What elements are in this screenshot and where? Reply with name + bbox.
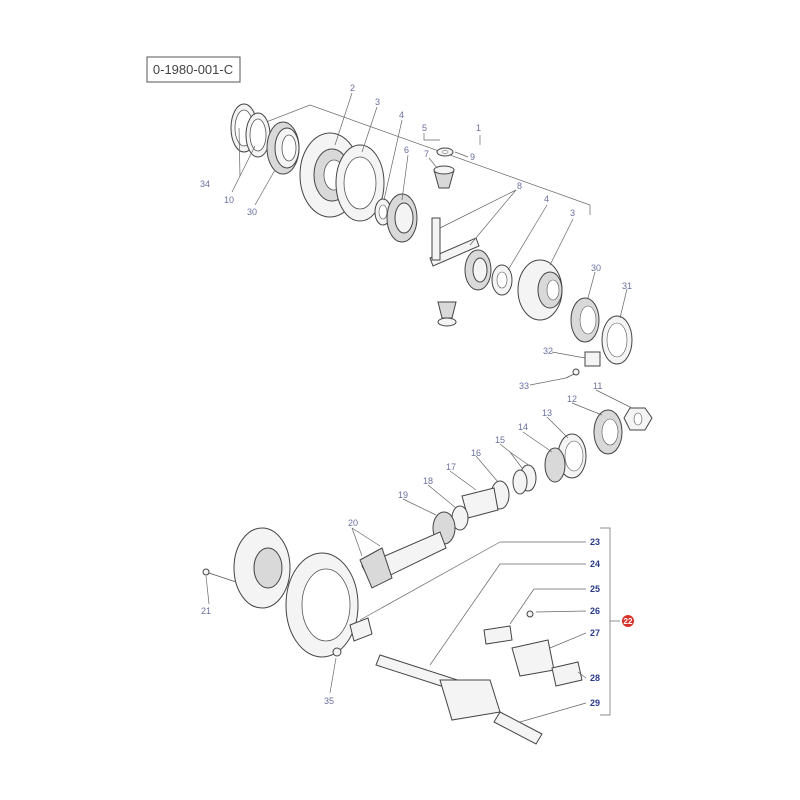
callout-8: 8 <box>517 181 522 191</box>
callout-32: 32 <box>543 346 553 356</box>
callout-33: 33 <box>519 381 529 391</box>
callout-22-badge: 22 <box>622 615 634 627</box>
callout-26: 26 <box>590 606 600 616</box>
part-33-bolt <box>565 368 580 379</box>
part-21-bolt <box>202 568 237 583</box>
callout-9: 9 <box>470 152 475 162</box>
part-32-lock-plate <box>584 351 601 367</box>
part-23-bushing <box>349 617 373 642</box>
callout-15: 15 <box>495 435 505 445</box>
group-22-bracket <box>600 527 620 716</box>
part-28-cross-kit-b <box>551 661 583 687</box>
callout-16: 16 <box>471 448 481 458</box>
callout-3-b: 3 <box>570 208 575 218</box>
leader-lines <box>205 92 633 723</box>
callout-11: 11 <box>593 381 602 391</box>
callout-27: 27 <box>590 628 600 638</box>
part-lower-pinion <box>437 301 457 327</box>
part-6-side-gear <box>386 193 418 243</box>
callout-5: 5 <box>422 123 427 133</box>
part-15-shims <box>512 464 537 495</box>
callout-12: 12 <box>567 394 577 404</box>
part-27-yoke <box>511 639 555 677</box>
callout-29: 29 <box>590 698 600 708</box>
part-26-cross-kit <box>483 625 513 645</box>
callout-18: 18 <box>423 476 433 486</box>
part-24-axle-shaft <box>375 654 543 745</box>
callout-24: 24 <box>590 559 600 569</box>
callout-1: 1 <box>476 123 481 133</box>
part-11-nut <box>623 407 653 431</box>
part-differential-carrier <box>233 527 291 609</box>
part-36-bearing <box>266 121 300 175</box>
callout-19: 19 <box>398 490 408 500</box>
callout-28: 28 <box>590 673 600 683</box>
part-crown-wheel <box>285 552 359 658</box>
reference-code: 0-1980-001-C <box>153 62 233 77</box>
part-35-nut <box>332 647 342 657</box>
part-10-ring <box>245 112 271 158</box>
callout-17: 17 <box>446 462 456 472</box>
callout-7: 7 <box>424 149 429 159</box>
callout-31: 31 <box>622 281 632 291</box>
callout-23: 23 <box>590 537 600 547</box>
part-31-ring-b <box>601 315 633 365</box>
callout-21: 21 <box>201 606 211 616</box>
callout-labels: 1 2 3 4 5 6 7 9 8 4 3 30 31 32 33 11 12 … <box>200 83 634 708</box>
part-14-bearing-cone <box>544 447 566 483</box>
callout-4: 4 <box>399 110 404 120</box>
callout-30-b: 30 <box>591 263 601 273</box>
part-side-gear-b <box>464 249 492 291</box>
callout-22: 22 <box>624 617 633 626</box>
reference-box: 0-1980-001-C <box>146 56 241 83</box>
callout-2: 2 <box>350 83 355 93</box>
part-9-washer <box>436 147 454 157</box>
callout-20: 20 <box>348 518 358 528</box>
callout-34: 34 <box>200 179 210 189</box>
callout-25: 25 <box>590 584 600 594</box>
callout-6: 6 <box>404 145 409 155</box>
callout-4-b: 4 <box>544 194 549 204</box>
callout-3: 3 <box>375 97 380 107</box>
part-12-bearing <box>593 409 623 455</box>
part-20-pinion-shaft <box>359 531 447 589</box>
callout-30: 30 <box>247 207 257 217</box>
part-30-bearing-b <box>570 297 600 343</box>
part-7-pinion-gear <box>433 165 455 189</box>
callout-13: 13 <box>542 408 552 418</box>
callout-14: 14 <box>518 422 528 432</box>
part-25-grease-nipple <box>526 610 534 618</box>
part-3-housing-b <box>517 259 563 321</box>
callout-10: 10 <box>224 195 234 205</box>
part-4-washer-b <box>491 264 513 296</box>
part-8-cross-shaft <box>429 217 480 267</box>
part-3-housing <box>335 144 385 222</box>
callout-35: 35 <box>324 696 334 706</box>
